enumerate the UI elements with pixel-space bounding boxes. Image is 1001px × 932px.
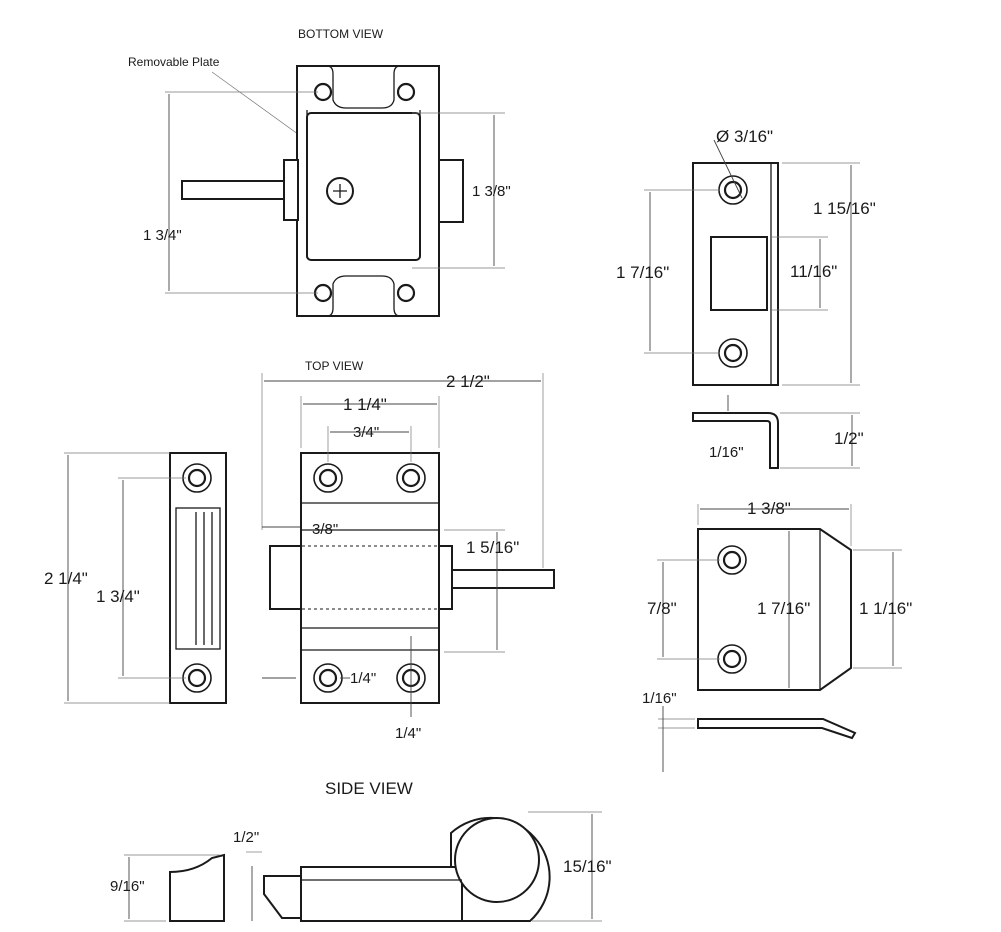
keeper-left-dim-hole-spacing: 1 3/4"	[96, 587, 140, 606]
top-hole-tr	[401, 468, 421, 488]
strike-top-dim-hole-dia: Ø 3/16"	[716, 127, 773, 146]
side-dim-ring: 15/16"	[563, 857, 612, 876]
removable-plate-label: Removable Plate	[128, 55, 220, 69]
strike-top-opening	[710, 236, 768, 311]
strike-top-profile	[692, 412, 779, 469]
bottom-view: BOTTOM VIEW Removable Plate 1 3/4" 1 3/8…	[128, 27, 511, 317]
top-dim-bolt-offset: 3/8"	[312, 521, 338, 538]
side-bolt-tip	[263, 875, 302, 919]
top-bolt-right-guide	[438, 545, 453, 610]
strike-top-dim-lip: 1/2"	[834, 429, 864, 448]
strike-plate-view: 1 3/8" 7/8" 1 7/16" 1 1/16" 1/16"	[642, 499, 912, 772]
bottom-hole-br	[396, 283, 416, 303]
top-view: TOP VIEW 2 1/2" 1 1/4" 3/4" 3/8"	[261, 359, 555, 742]
strike-top-dim-hole-spacing: 1 7/16"	[616, 263, 669, 282]
strike-plate-dim-thickness: 1/16"	[642, 690, 677, 707]
keeper-left-channel	[175, 507, 221, 650]
side-ring-hole	[454, 817, 540, 903]
bottom-view-title: BOTTOM VIEW	[298, 27, 384, 41]
top-dim-body-width: 1 1/4"	[343, 395, 387, 414]
top-hole-bl	[318, 668, 338, 688]
keeper-left-hole-bot	[187, 668, 207, 688]
strike-plate-profile	[697, 718, 857, 740]
top-dim-hole-spacing: 3/4"	[353, 424, 379, 441]
bottom-dim-plate: 1 3/8"	[472, 183, 511, 200]
side-keeper-block	[169, 853, 225, 922]
bottom-dim-height: 1 3/4"	[143, 227, 182, 244]
keeper-left-dim-overall: 2 1/4"	[44, 569, 88, 588]
side-dim-block: 9/16"	[110, 878, 145, 895]
bottom-lower-slot	[326, 275, 401, 317]
strike-plate-dim-edge: 1 1/16"	[859, 599, 912, 618]
strike-plate-dim-hole-spacing: 7/8"	[647, 599, 677, 618]
top-view-title: TOP VIEW	[305, 359, 364, 373]
keeper-left-hole-top	[187, 468, 207, 488]
strike-top-dim-overall: 1 15/16"	[813, 199, 876, 218]
bottom-bolt-rod	[181, 180, 285, 200]
strike-top-dia-leader	[713, 139, 743, 199]
strike-plate-hole-top	[722, 550, 742, 570]
side-bolt-body	[300, 866, 463, 922]
top-dim-body-height: 1 5/16"	[466, 538, 519, 557]
top-bolt-left-stub	[269, 545, 302, 610]
bottom-hole-tr	[396, 82, 416, 102]
top-dim-hole-edge: 1/4"	[395, 725, 421, 742]
top-hole-tl	[318, 468, 338, 488]
top-body	[300, 452, 440, 704]
bottom-bolt-end	[438, 159, 464, 223]
phillips-cross-icon	[333, 184, 347, 198]
strike-top-dim-thickness: 1/16"	[709, 444, 744, 461]
bottom-bolt-guide	[283, 159, 299, 221]
strike-top-hole-bot	[723, 343, 743, 363]
side-dim-bolt: 1/2"	[233, 829, 259, 846]
keeper-left-body	[169, 452, 227, 704]
top-dim-hole-inset: 1/4"	[350, 670, 376, 687]
strike-top-hole-top	[723, 180, 743, 200]
strike-plate-dim-height: 1 7/16"	[757, 599, 810, 618]
top-bolt-rod	[451, 569, 555, 589]
strike-top-dim-opening: 11/16"	[790, 262, 837, 281]
strike-plate-dim-width: 1 3/8"	[747, 499, 791, 518]
keeper-left-view: 2 1/4" 1 3/4"	[44, 452, 227, 704]
strike-plate-hole-bot	[722, 649, 742, 669]
strike-top-view: Ø 3/16" 1 15/16" 1 7/16" 11/16" 1/16" 1/…	[616, 127, 876, 469]
side-view-title: SIDE VIEW	[325, 779, 413, 798]
top-dim-overall-width: 2 1/2"	[446, 372, 490, 391]
side-view: SIDE VIEW 9/16" 1/2" 15/16"	[110, 779, 612, 922]
bottom-plate-inner	[306, 112, 421, 261]
